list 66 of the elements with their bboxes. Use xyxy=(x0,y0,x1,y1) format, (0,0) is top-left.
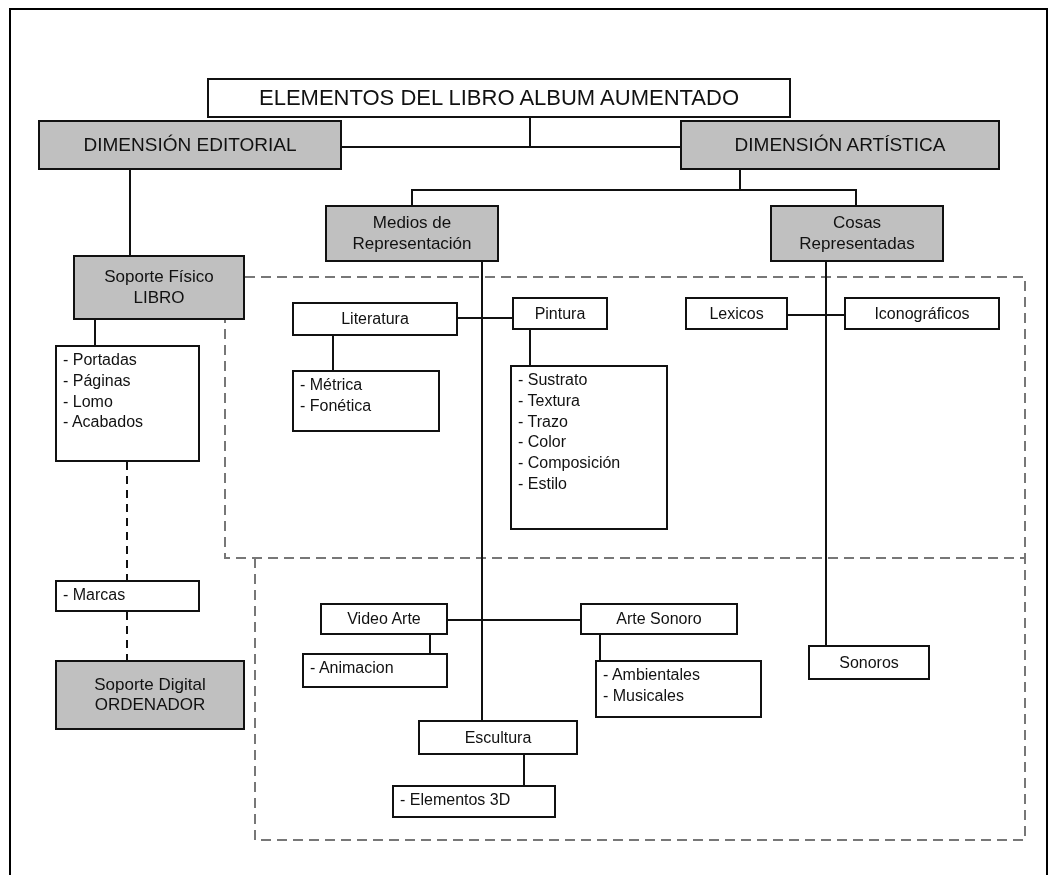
connector-line xyxy=(129,169,131,256)
box-label: Video Arte xyxy=(347,609,421,629)
connector-line xyxy=(599,634,601,661)
category-box xyxy=(325,205,499,262)
category-box xyxy=(73,255,245,320)
process-box xyxy=(292,302,458,336)
list-box xyxy=(292,370,440,432)
list-item: - Ambientales xyxy=(603,665,700,685)
dashed-connector xyxy=(126,611,128,661)
list-item: - Métrica xyxy=(300,375,363,395)
box-label: Cosas Representadas xyxy=(798,213,916,254)
box-label: Lexicos xyxy=(709,303,764,324)
process-box xyxy=(207,78,791,118)
list-box xyxy=(302,653,448,688)
list-item: - Musicales xyxy=(603,685,684,706)
list-box xyxy=(595,660,762,718)
list-item: - Textura xyxy=(518,390,580,411)
connector-line xyxy=(94,319,96,346)
process-box xyxy=(320,603,448,635)
list-item: - Portadas xyxy=(63,350,137,370)
box-label: ORDENADOR xyxy=(94,695,206,716)
list-box xyxy=(510,365,668,530)
list-item: - Elementos 3D xyxy=(400,790,511,810)
connector-line xyxy=(739,169,857,206)
box-label: Iconográficos xyxy=(874,303,970,324)
list-box xyxy=(392,785,556,818)
list-item: - Animacion xyxy=(310,658,394,678)
list-item: - Sustrato xyxy=(518,370,588,390)
box-label: LIBRO xyxy=(133,287,185,308)
process-box xyxy=(844,297,1000,330)
connector-line xyxy=(429,634,431,654)
box-label: Pintura xyxy=(534,303,586,324)
connector-line xyxy=(523,754,525,786)
category-box xyxy=(770,205,944,262)
process-box xyxy=(580,603,738,635)
box-label: DIMENSIÓN ARTÍSTICA xyxy=(734,133,946,157)
box-label: Medios de Representación xyxy=(351,213,473,254)
box-label: DIMENSIÓN EDITORIAL xyxy=(83,133,297,157)
list-item: - Color xyxy=(518,432,566,453)
box-label: Sonoros xyxy=(839,652,899,673)
list-item: - Páginas xyxy=(63,370,131,391)
box-label: ELEMENTOS DEL LIBRO ALBUM AUMENTADO xyxy=(258,84,739,112)
category-box xyxy=(680,120,1000,170)
list-item: - Estilo xyxy=(518,474,567,494)
process-box xyxy=(418,720,578,755)
process-box xyxy=(512,297,608,330)
box-label: Arte Sonoro xyxy=(616,609,702,629)
list-item: - Acabados xyxy=(63,412,144,433)
connector-line xyxy=(332,335,334,371)
box-label: Literatura xyxy=(341,309,409,329)
process-box xyxy=(685,297,788,330)
list-box xyxy=(55,345,200,462)
category-box xyxy=(38,120,342,170)
list-item: - Marcas xyxy=(63,585,126,605)
box-label: Soporte Físico xyxy=(104,267,214,288)
list-item: - Fonética xyxy=(300,395,372,416)
list-item: - Lomo xyxy=(63,391,113,412)
list-item: - Trazo xyxy=(518,411,568,432)
box-label: Escultura xyxy=(464,727,532,748)
process-box xyxy=(808,645,930,680)
list-item: - Composición xyxy=(518,453,621,474)
connector-line xyxy=(529,329,531,366)
list-box xyxy=(55,580,200,612)
box-label: Soporte Digital xyxy=(94,674,206,695)
category-box xyxy=(55,660,245,730)
dashed-connector xyxy=(126,461,128,581)
